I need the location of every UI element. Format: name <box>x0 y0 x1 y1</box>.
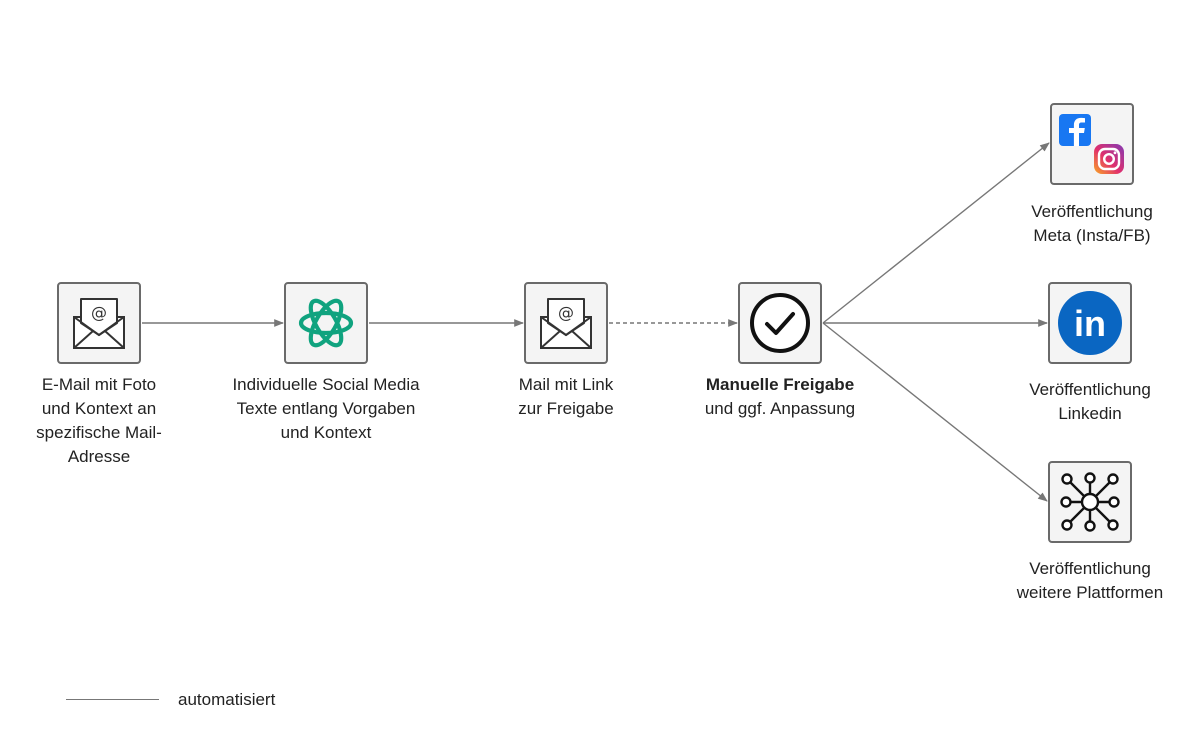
node-approval-mail: @ <box>524 282 608 364</box>
node-meta <box>1050 103 1134 185</box>
email-envelope-icon: @ <box>73 298 125 349</box>
node-other-platforms <box>1048 461 1132 543</box>
label-email-input: E-Mail mit Foto und Kontext an spezifisc… <box>36 375 162 466</box>
node-email-input: @ <box>57 282 141 364</box>
legend-label: automatisiert <box>178 690 276 709</box>
network-hub-icon <box>1060 472 1120 532</box>
linkedin-icon: in <box>1058 291 1122 355</box>
label-other-platforms: Veröffentlichung weitere Plattformen <box>1016 559 1164 602</box>
label-ai-text: Individuelle Social Media Texte entlang … <box>232 375 420 442</box>
legend-solid-line <box>66 699 159 700</box>
email-envelope-icon: @ <box>540 298 592 349</box>
label-meta: Veröffentlichung Meta (Insta/FB) <box>1031 202 1153 245</box>
label-manual-approval: Manuelle Freigabe und ggf. Anpassung <box>704 375 856 418</box>
node-ai-text <box>284 282 368 364</box>
node-manual-approval <box>738 282 822 364</box>
node-linkedin: in <box>1048 282 1132 364</box>
svg-text:@: @ <box>558 303 574 322</box>
checkmark-circle-icon <box>750 293 810 353</box>
svg-text:in: in <box>1074 303 1106 344</box>
facebook-icon <box>1059 114 1091 146</box>
label-approval-mail: Mail mit Link zur Freigabe <box>518 375 614 418</box>
instagram-icon <box>1094 144 1124 174</box>
openai-logo-icon <box>298 298 354 348</box>
facebook-instagram-icon <box>1059 114 1124 174</box>
label-linkedin: Veröffentlichung Linkedin <box>1029 380 1151 423</box>
svg-text:@: @ <box>91 303 107 322</box>
